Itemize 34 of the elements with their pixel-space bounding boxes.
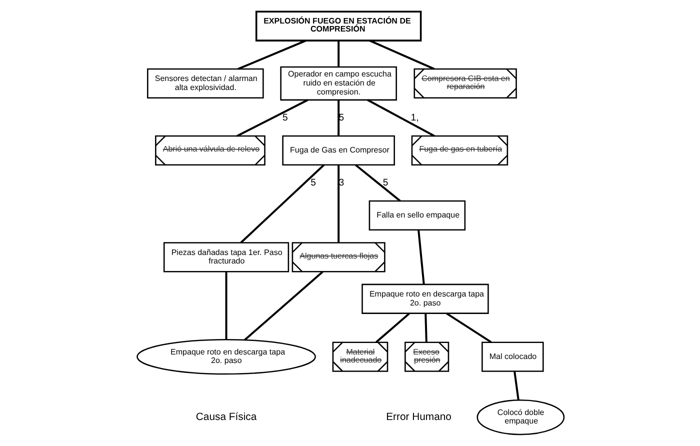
label: Error Humano xyxy=(386,412,451,424)
connector xyxy=(236,99,308,137)
node-box: Piezas dañadas tapa 1er. Paso fracturado xyxy=(162,242,289,272)
connector xyxy=(354,164,400,202)
connector xyxy=(224,272,227,340)
edge-label: 1, xyxy=(410,112,418,124)
edge-label: 5 xyxy=(282,112,288,124)
node-box: Fuga de Gas en Compresor xyxy=(282,135,394,166)
node-ellipse: Empaque roto en descarga tapa 2o. paso xyxy=(136,338,316,375)
edge-label: 5 xyxy=(338,112,344,124)
edge-label: 5 xyxy=(310,177,316,188)
node-ellipse: Colocó doble empaque xyxy=(476,399,564,436)
node-box: Empaque roto en descarga tapa 2o. paso xyxy=(361,284,488,314)
edge-label: 5 xyxy=(382,177,388,188)
node-box: Mal colocado xyxy=(481,342,544,372)
connector xyxy=(240,164,324,244)
connector xyxy=(374,312,410,343)
node-box: EXPLOSIÓN FUEGO EN ESTACIÓN DE COMPRESIÓN xyxy=(254,10,422,42)
connector xyxy=(244,271,323,341)
node-box: Falla en sello empaque xyxy=(368,200,466,231)
connector xyxy=(424,314,427,342)
node-box: Sensores detectan / alarman alta explosividad. xyxy=(146,68,264,99)
connector xyxy=(337,165,340,243)
label: Causa Física xyxy=(195,412,256,424)
connector xyxy=(513,371,519,400)
edge-label: 3 xyxy=(338,177,344,188)
node-box: Operador en campo escucha ruido en estación de compresion. xyxy=(280,66,396,101)
connector xyxy=(366,99,434,137)
connector xyxy=(337,40,340,67)
connector xyxy=(368,40,434,70)
connector xyxy=(337,100,340,136)
connector xyxy=(237,40,306,70)
connector xyxy=(446,312,492,343)
connector xyxy=(417,230,424,284)
